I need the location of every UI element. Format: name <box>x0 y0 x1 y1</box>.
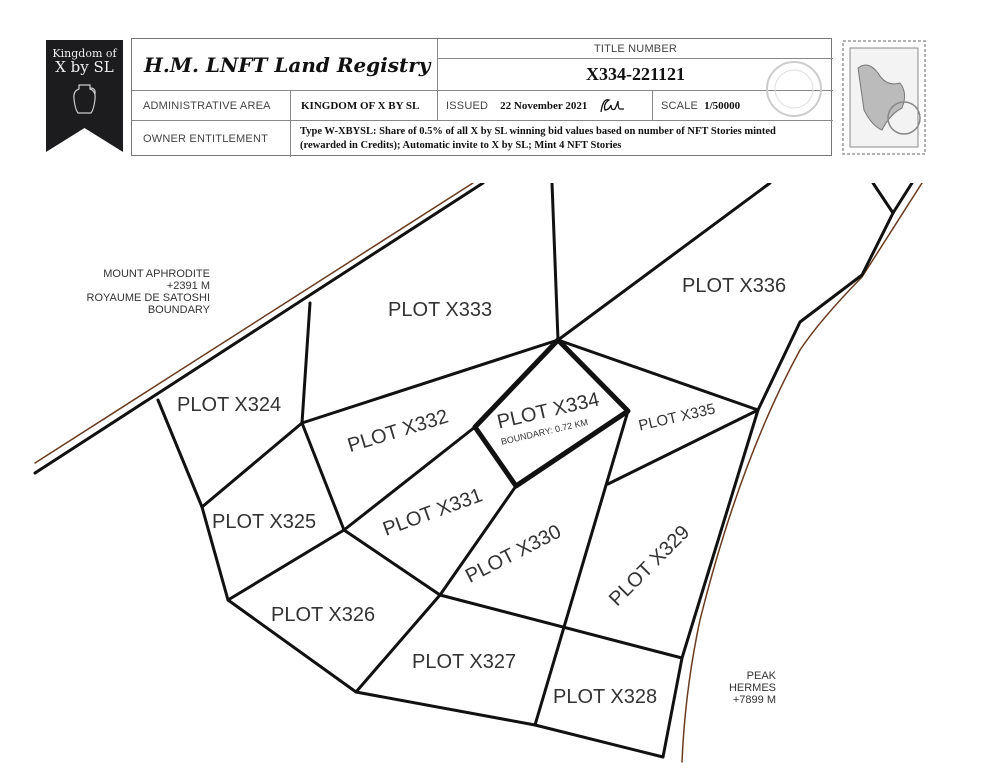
admin-area-value: KINGDOM OF X BY SL <box>301 99 420 112</box>
owner-entitlement-line2: (rewarded in Credits); Automatic invite … <box>300 140 622 151</box>
landmark-left-line: MOUNT APHRODITE <box>103 268 210 280</box>
title-number: X334-221121 <box>586 64 685 84</box>
selected-plot-x334[interactable] <box>472 337 631 489</box>
kingdom-badge-logo <box>46 40 123 152</box>
plot-label-x328[interactable]: PLOT X328 <box>553 686 658 708</box>
badge-line2: X by SL <box>55 57 114 76</box>
postage-stamp-icon <box>842 40 926 155</box>
owner-entitlement-line1: Type W-XBYSL: Share of 0.5% of all X by … <box>300 126 776 137</box>
plot-label-x336[interactable]: PLOT X336 <box>682 275 787 297</box>
road-right-brown <box>681 183 923 763</box>
plot-label-x324[interactable]: PLOT X324 <box>177 394 282 416</box>
owner-entitlement-label: OWNER ENTITLEMENT <box>143 133 269 145</box>
landmark-right-line: +7899 M <box>732 694 776 706</box>
landmark-left-line: +2391 M <box>166 280 210 292</box>
plot-label-x325[interactable]: PLOT X325 <box>212 511 317 533</box>
road-left-brown <box>34 183 474 464</box>
plot-map <box>33 183 923 763</box>
landmark-right-line: PEAK <box>746 670 776 682</box>
registry-title: H.M. LNFT Land Registry <box>144 52 431 77</box>
landmark-peak-hermes: PEAK HERMES +7899 M <box>700 670 776 706</box>
issued-label: ISSUED <box>446 99 489 112</box>
badge-text: Kingdom of X by SL <box>46 48 123 75</box>
landmark-mount-aphrodite: MOUNT APHRODITE +2391 M ROYAUME DE SATOS… <box>60 268 210 316</box>
title-number-label: TITLE NUMBER <box>593 42 678 55</box>
landmark-left-line: ROYAUME DE SATOSHI <box>86 292 210 304</box>
plot-label-x337[interactable]: PLOT X337 <box>611 164 716 186</box>
issued-date: 22 November 2021 <box>500 99 588 112</box>
scale-label: SCALE <box>661 99 699 112</box>
signature-icon <box>600 98 625 112</box>
badge-line1: Kingdom of <box>52 47 117 60</box>
plot-boundaries <box>156 183 895 759</box>
scale-value: 1/50000 <box>704 99 741 112</box>
seal-stamp-icon <box>766 61 822 117</box>
landmark-right-line: HERMES <box>728 682 776 694</box>
plot-label-x333[interactable]: PLOT X333 <box>388 299 493 321</box>
admin-area-label: ADMINISTRATIVE AREA <box>143 99 271 112</box>
plot-label-x326[interactable]: PLOT X326 <box>271 604 376 626</box>
plot-label-x327[interactable]: PLOT X327 <box>412 651 517 673</box>
landmark-left-line: BOUNDARY <box>147 304 210 316</box>
registry-header: H.M. LNFT Land Registry TITLE NUMBER X33… <box>131 38 833 157</box>
road-left <box>33 183 485 475</box>
